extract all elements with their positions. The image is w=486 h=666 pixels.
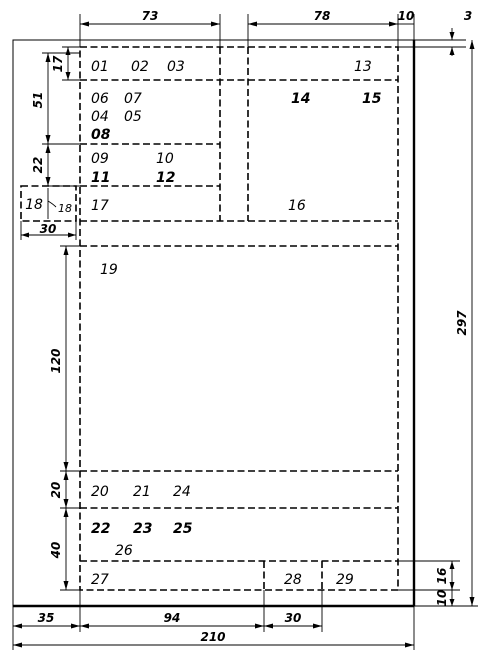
field-27: 27 <box>91 572 109 588</box>
dimension-120: 120 <box>49 245 80 472</box>
field-05: 05 <box>124 109 142 125</box>
field-08: 08 <box>91 127 111 143</box>
field-11: 11 <box>91 170 110 186</box>
dim-35-label: 35 <box>38 611 55 625</box>
field-23: 23 <box>133 521 152 537</box>
field-07: 07 <box>124 91 142 107</box>
dimension-16: 16 <box>398 560 460 591</box>
box-18-leader <box>47 200 57 208</box>
field-numbers: 01 02 03 13 06 07 04 05 08 14 15 09 10 1… <box>91 59 382 588</box>
dimension-210: 210 <box>13 606 415 650</box>
field-14: 14 <box>291 91 310 107</box>
dimension-78: 78 <box>247 9 399 47</box>
dimension-30-left: 30 <box>20 221 77 240</box>
field-26: 26 <box>115 543 133 559</box>
field-28: 28 <box>284 572 302 588</box>
dimension-35: 35 <box>12 590 81 650</box>
field-12: 12 <box>156 170 175 186</box>
outer-field-frame <box>79 46 399 591</box>
dimension-40: 40 <box>49 508 80 591</box>
dim-40-label: 40 <box>49 542 63 560</box>
field-04: 04 <box>91 109 109 125</box>
sheet-outline <box>12 39 415 607</box>
dim-51-label: 51 <box>31 92 45 109</box>
dim-10-bottom-label: 10 <box>435 590 449 607</box>
field-19: 19 <box>100 262 118 278</box>
dim-210-label: 210 <box>200 630 225 644</box>
dim-94-label: 94 <box>164 611 181 625</box>
dimension-20: 20 <box>49 471 80 509</box>
dimension-30-bottom: 30 <box>264 590 323 632</box>
field-25: 25 <box>173 521 193 537</box>
field-06: 06 <box>91 91 109 107</box>
dimension-51: 51 <box>31 52 80 145</box>
dimension-3: 3 <box>398 9 472 56</box>
dim-297-label: 297 <box>455 310 469 336</box>
field-03: 03 <box>167 59 185 75</box>
field-16: 16 <box>288 198 306 214</box>
field-20: 20 <box>91 484 109 500</box>
field-24: 24 <box>173 484 191 500</box>
dimension-94: 94 <box>80 590 265 632</box>
dimension-297: 297 <box>414 40 478 607</box>
dimension-10-bottom: 10 <box>435 590 455 607</box>
box-18-label-left: 18 <box>25 197 43 213</box>
field-21: 21 <box>133 484 151 500</box>
dim-22-label: 22 <box>31 157 45 174</box>
dim-20-label: 20 <box>49 482 63 499</box>
dim-10-top-label: 10 <box>398 9 415 23</box>
dim-73-label: 73 <box>142 9 159 23</box>
dim-30-left-label: 30 <box>40 222 57 236</box>
dimension-17: 17 <box>51 46 80 81</box>
field-10: 10 <box>156 151 174 167</box>
dim-120-label: 120 <box>49 348 63 373</box>
dim-30-bottom-label: 30 <box>285 611 302 625</box>
dim-17-label: 17 <box>51 55 65 72</box>
dimension-22: 22 <box>31 144 80 187</box>
field-frame <box>20 46 399 591</box>
dim-78-label: 78 <box>314 9 331 23</box>
field-29: 29 <box>336 572 354 588</box>
dimension-10-top: 10 <box>398 9 415 40</box>
box-18-label-right: 18 <box>58 202 72 215</box>
field-22: 22 <box>91 521 110 537</box>
field-09: 09 <box>91 151 109 167</box>
dim-3-label: 3 <box>464 9 472 23</box>
dim-16-label: 16 <box>435 568 449 585</box>
field-17: 17 <box>91 198 109 214</box>
field-02: 02 <box>131 59 149 75</box>
field-01: 01 <box>91 59 109 75</box>
field-15: 15 <box>362 91 382 107</box>
field-13: 13 <box>354 59 372 75</box>
dimension-73: 73 <box>79 9 221 47</box>
